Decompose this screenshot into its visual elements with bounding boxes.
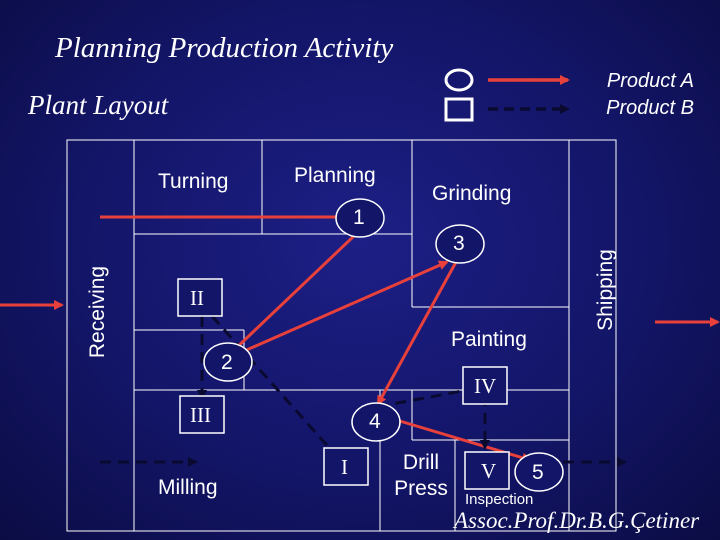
flow-a-to-grinding: [241, 260, 449, 354]
step-b-III: III: [190, 403, 211, 427]
square-icon: [444, 97, 474, 122]
product-b-stations: [177, 278, 510, 490]
flow-a-to-painting: [376, 261, 458, 406]
area-label-turning: Turning: [158, 170, 229, 193]
step-a-2: 2: [221, 351, 233, 374]
area-label-drill-press: Drill Press: [394, 451, 448, 500]
station-a-2: [203, 342, 253, 382]
station-b-II: [177, 278, 223, 317]
station-b-IV: [462, 366, 508, 405]
step-a-5: 5: [532, 461, 544, 484]
station-b-V: [464, 451, 510, 490]
step-a-3: 3: [453, 232, 465, 255]
author-credit: Assoc.Prof.Dr.B.G.Çetiner: [454, 508, 700, 533]
step-b-IV: IV: [474, 374, 497, 398]
flow-a-to-turning: [230, 233, 357, 354]
area-label-receiving: Receiving: [86, 266, 109, 358]
floor-plan: [66, 139, 617, 532]
station-b-I: [323, 447, 369, 486]
step-b-II: II: [190, 286, 204, 310]
station-a-1: [335, 198, 385, 238]
step-a-4: 4: [369, 410, 381, 433]
page-title: Planning Production Activity: [55, 32, 394, 64]
station-a-4: [351, 402, 401, 442]
area-label-inspection: Inspection: [465, 491, 534, 508]
page-subtitle: Plant Layout: [28, 90, 169, 120]
area-label-shipping: Shipping: [594, 249, 617, 331]
circle-icon: [444, 68, 474, 92]
legend-product-a: Product A: [606, 70, 694, 92]
area-label-painting: Painting: [451, 328, 527, 351]
area-label-planning: Planning: [294, 164, 376, 187]
flow-b-to-drill: [210, 315, 342, 462]
area-label-grinding: Grinding: [432, 182, 512, 205]
product-a-stations: [203, 198, 564, 492]
station-a-3: [435, 224, 485, 264]
area-label-milling: Milling: [158, 476, 218, 499]
step-b-V: V: [481, 459, 497, 483]
step-b-I: I: [341, 455, 348, 479]
product-a-flow: [0, 212, 720, 463]
station-b-III: [179, 395, 225, 434]
step-a-1: 1: [353, 206, 365, 229]
station-a-5: [514, 452, 564, 492]
legend-product-b: Product B: [606, 97, 694, 119]
